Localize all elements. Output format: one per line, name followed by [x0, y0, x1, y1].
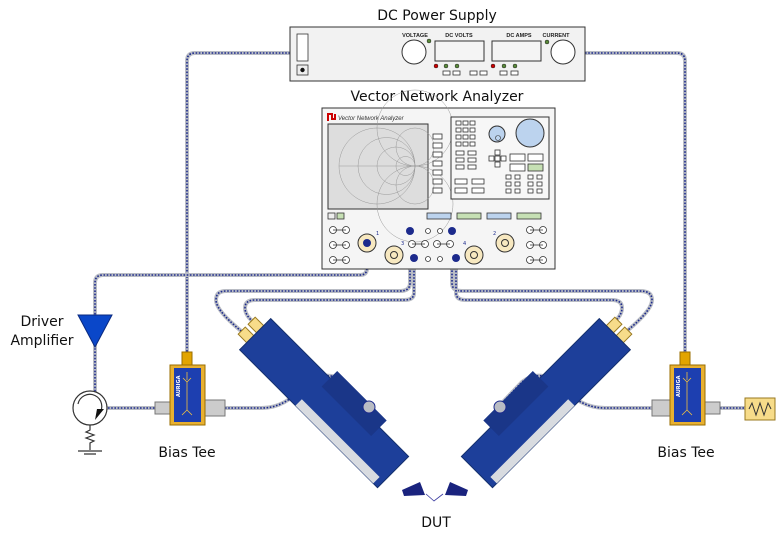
dc-power-supply: VOLTAGE DC VOLTS DC AMPS CURRENT	[289, 26, 586, 82]
dut-trace	[425, 493, 444, 502]
probe-tip-left	[402, 482, 425, 496]
cable-vna-left-probe-b	[243, 256, 416, 330]
bias-tee-right: AURIGA	[651, 351, 721, 426]
driver-amplifier-label-2: Amplifier	[10, 333, 73, 349]
driver-amplifier-icon	[77, 314, 113, 349]
psu-buttons[interactable]	[442, 70, 519, 76]
driver-amplifier-label-1: Driver	[20, 314, 63, 330]
port-2-label: 2	[493, 231, 496, 237]
bias-tee-right-label: Bias Tee	[657, 445, 714, 461]
dc-amps-display	[491, 40, 542, 62]
probe-left	[237, 316, 425, 496]
vna-jumper-links	[329, 226, 547, 264]
vna-color-buttons[interactable]	[426, 212, 542, 220]
dc-volts-label: DC VOLTS	[445, 33, 473, 39]
port-1-label: 1	[376, 231, 379, 237]
bias-tee-brand: AURIGA	[676, 375, 682, 397]
circulator-icon	[72, 390, 108, 455]
bias-tee-brand: AURIGA	[176, 375, 182, 397]
cable-psu-right-bias-tee	[583, 51, 687, 354]
dc-volts-display	[434, 40, 485, 62]
vna-power-button[interactable]	[327, 212, 336, 220]
current-knob[interactable]	[550, 39, 576, 65]
bias-tee-left-label: Bias Tee	[158, 445, 215, 461]
current-label: CURRENT	[543, 33, 571, 39]
port-4-label: 4	[463, 241, 466, 247]
power-supply-title: DC Power Supply	[377, 8, 497, 24]
load-resistor-icon	[744, 397, 776, 421]
vna-function-keys[interactable]	[505, 153, 544, 194]
vna-small-knob[interactable]	[488, 125, 506, 143]
cable-vna-right-probe-a	[450, 230, 654, 340]
vna-port-2[interactable]: 2	[493, 231, 515, 253]
vna-front-connectors[interactable]	[406, 227, 460, 262]
voltage-label: VOLTAGE	[402, 33, 428, 39]
probe-right	[445, 316, 633, 496]
cable-vna-left-probe-a	[214, 230, 412, 340]
vna-logo	[327, 113, 336, 121]
dut-label: DUT	[421, 515, 451, 531]
cable-vna-port1-driver	[93, 241, 369, 317]
cable-vna-right-probe-b	[454, 256, 624, 330]
vna-port-3[interactable]: 3	[384, 241, 404, 265]
bias-tee-left: AURIGA	[154, 351, 226, 426]
cable-psu-left-bias-tee	[185, 51, 292, 354]
probe-tip-right	[445, 482, 468, 496]
vector-network-analyzer: Vector Network Analyzer	[321, 89, 556, 270]
vna-arrow-keys[interactable]	[488, 149, 507, 168]
vna-large-knob[interactable]	[515, 118, 545, 148]
port-3-label: 3	[401, 241, 404, 247]
vna-port-4[interactable]: 4	[463, 241, 484, 265]
voltage-knob[interactable]	[401, 39, 427, 65]
termination-resistor-icon	[78, 425, 102, 455]
dc-amps-label: DC AMPS	[506, 33, 531, 39]
power-switch[interactable]	[296, 33, 309, 62]
vna-keypad[interactable]	[454, 120, 485, 194]
vna-port-1[interactable]: 1	[357, 231, 379, 253]
vna-brand-text: Vector Network Analyzer	[338, 116, 405, 122]
vna-softkeys[interactable]	[432, 133, 443, 194]
